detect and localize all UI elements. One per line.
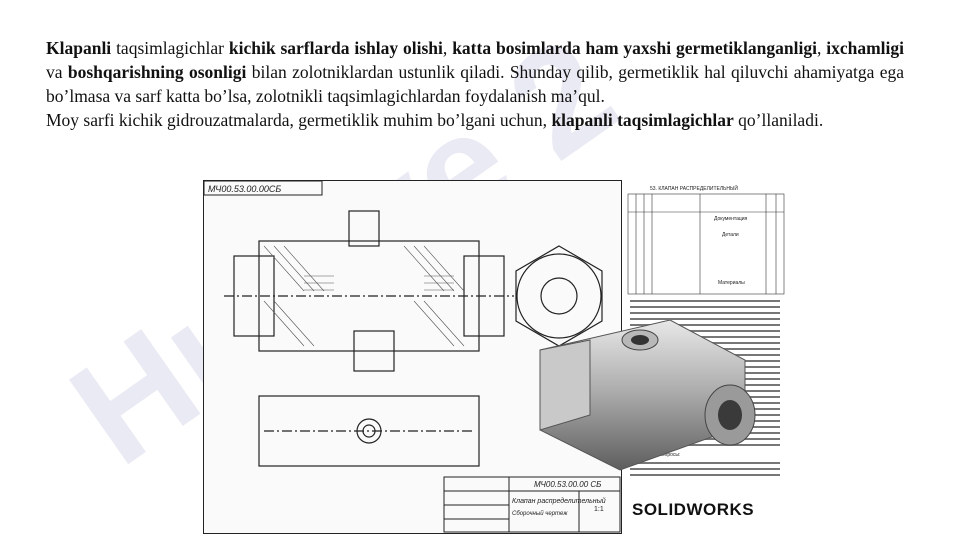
bold-term: katta bosimlarda ham yaxshi germetiklang… bbox=[452, 38, 817, 58]
title-block-sub: Сборочный чертеж bbox=[512, 510, 568, 517]
drawing-stamp-code: МЧ00.53.00.00СБ bbox=[208, 184, 281, 194]
spec-docs-section: Документация bbox=[714, 216, 748, 222]
text-span: taqsimlagichlar bbox=[111, 38, 229, 58]
bold-term: klapanli taqsimlagichlar bbox=[551, 110, 734, 130]
bold-term: kichik sarflarda ishlay olishi bbox=[228, 38, 443, 58]
text-span: , bbox=[442, 38, 453, 58]
bold-term: boshqarishning osonligi bbox=[67, 62, 247, 82]
valve-3d-render bbox=[539, 320, 756, 471]
title-block-code: МЧ00.53.00.00 СБ bbox=[534, 480, 601, 489]
spec-heading: 53. КЛАПАН РАСПРЕДЕЛИТЕЛЬНЫЙ bbox=[650, 184, 738, 192]
drawing-svg: МЧ00.53.00.00СБ bbox=[203, 180, 621, 533]
text-span: va bbox=[46, 62, 68, 82]
text-span: qo’llaniladi. bbox=[733, 110, 824, 130]
bold-term: Klapanli bbox=[46, 38, 112, 58]
text-span: Moy sarfi kichik gidrouzatmalarda, germe… bbox=[46, 110, 552, 130]
paragraph-2: Moy sarfi kichik gidrouzatmalarda, germe… bbox=[46, 108, 904, 132]
title-block-scale: 1:1 bbox=[594, 506, 604, 513]
title-block-name: Клапан распределительный bbox=[512, 497, 606, 505]
text-span: , bbox=[816, 38, 827, 58]
solidworks-label: SOLIDWORKS bbox=[632, 500, 755, 519]
paragraph-1: Klapanli taqsimlagichlar kichik sarflard… bbox=[46, 36, 904, 108]
spec-parts-section: Детали bbox=[722, 232, 739, 238]
text-span: bilan zolotniklardan ustunlik qiladi. Sh… bbox=[46, 62, 904, 106]
bold-term: ixchamligi bbox=[826, 38, 905, 58]
spec-materials-section: Материалы bbox=[718, 280, 745, 286]
main-text: Klapanli taqsimlagichlar kichik sarflard… bbox=[46, 36, 904, 132]
